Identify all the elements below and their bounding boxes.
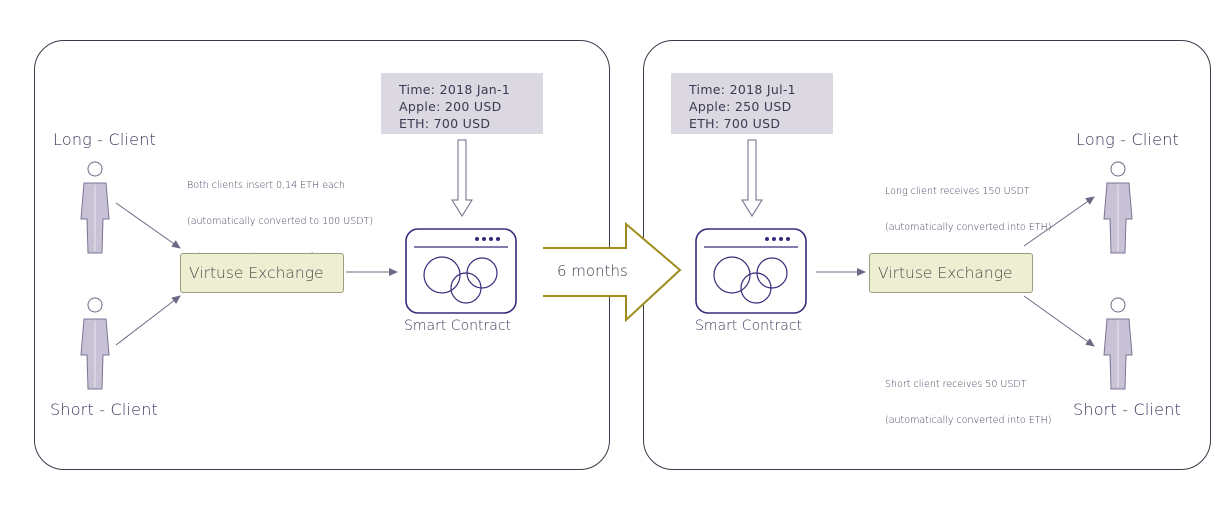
six-months-arrow <box>543 221 682 323</box>
info-down-arrow-left <box>451 139 473 217</box>
info-eth-price: ETH: 700 USD <box>689 116 781 131</box>
info-time: Time: 2018 Jan-1 <box>399 82 511 97</box>
six-months-label: 6 months <box>557 262 628 280</box>
long-client-figure-right <box>1103 161 1133 254</box>
short-payout-note: Short client receives 50 USDT (automatic… <box>885 355 1051 451</box>
long-payout-line: (automatically converted into ETH) <box>885 222 1052 233</box>
long-client-figure-left <box>80 161 110 254</box>
short-payout-line: Short client receives 50 USDT <box>885 379 1027 390</box>
smart-contract-label-left: Smart Contract <box>404 318 512 334</box>
deposit-note-line: Both clients insert 0,14 ETH each <box>187 180 346 191</box>
market-info-box-left: Time: 2018 Jan-1 Apple: 200 USD ETH: 700… <box>381 73 543 134</box>
exchange-to-short-arrow <box>1023 295 1095 347</box>
virtuse-exchange-box-left: Virtuse Exchange <box>180 253 344 293</box>
info-time: Time: 2018 Jul-1 <box>689 82 796 97</box>
long-to-exchange-arrow <box>115 202 181 249</box>
short-payout-line: (automatically converted into ETH) <box>885 415 1052 426</box>
short-to-exchange-arrow <box>115 295 181 346</box>
exchange-to-long-arrow <box>1023 196 1095 247</box>
long-payout-line: Long client receives 150 USDT <box>885 186 1030 197</box>
short-client-label-left: Short - Client <box>50 400 159 419</box>
smart-contract-icon-right <box>695 228 807 314</box>
info-down-arrow-right <box>741 139 763 217</box>
info-apple-price: Apple: 250 USD <box>689 99 792 114</box>
long-client-label-right: Long - Client <box>1076 130 1180 149</box>
smart-contract-icon-left <box>405 228 517 314</box>
market-info-box-right: Time: 2018 Jul-1 Apple: 250 USD ETH: 700… <box>671 73 833 134</box>
long-payout-note: Long client receives 150 USDT (automatic… <box>885 162 1051 258</box>
deposit-note-line: (automatically converted to 100 USDT) <box>187 216 374 227</box>
smart-contract-label-right: Smart Contract <box>695 318 803 334</box>
short-client-label-right: Short - Client <box>1073 400 1182 419</box>
long-client-label-left: Long - Client <box>53 130 157 149</box>
info-eth-price: ETH: 700 USD <box>399 116 491 131</box>
short-client-figure-right <box>1103 297 1133 390</box>
virtuse-exchange-box-right: Virtuse Exchange <box>869 253 1033 293</box>
short-client-figure-left <box>80 297 110 390</box>
info-apple-price: Apple: 200 USD <box>399 99 502 114</box>
